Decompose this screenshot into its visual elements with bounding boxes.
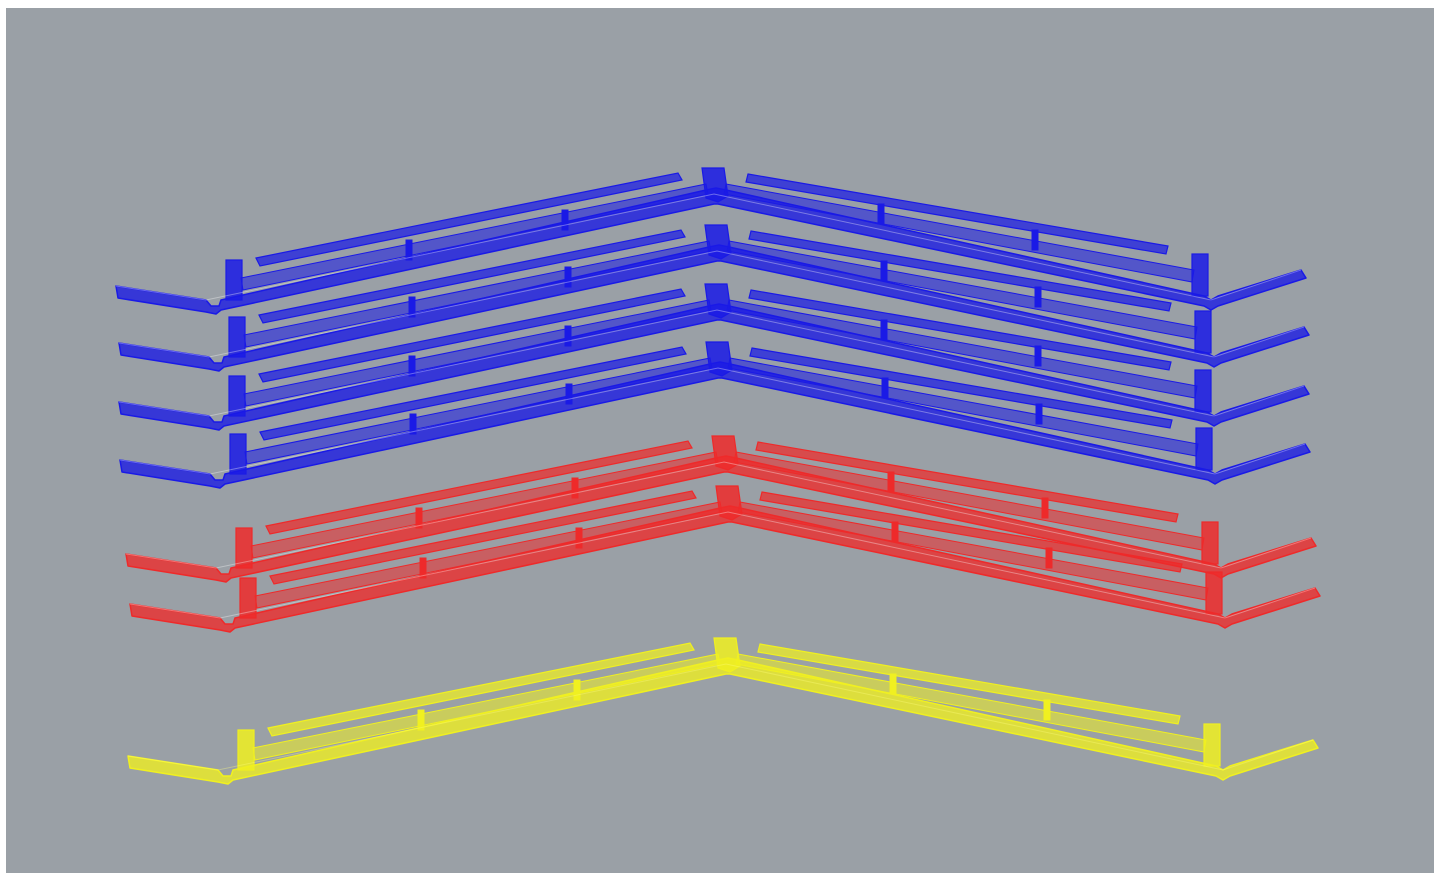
red-part-1-end-block-left (235, 527, 253, 569)
yellow-part-1[interactable] (127, 637, 1319, 785)
blue-part-1-rail-right (745, 173, 1169, 255)
blue-part-1-end-block-left (225, 259, 243, 301)
blue-part-4-end-block-right (1195, 427, 1213, 471)
blue-part-4-end-block-left (229, 433, 247, 475)
blue-part-2-rail-left (258, 229, 686, 324)
blue-part-2-end-block-right (1194, 310, 1212, 354)
red-part-2-rail-left (269, 490, 697, 585)
blue-part-1-end-block-right (1191, 253, 1209, 297)
blue-part-4-rib-right-1 (881, 377, 889, 399)
yellow-part-1-edge-highlight (127, 663, 1314, 771)
red-part-2-rib-left-2 (575, 527, 583, 549)
blue-part-2-end-block-left (228, 316, 246, 358)
blue-part-1-rail-left (255, 172, 683, 267)
blue-part-3-end-block-left (228, 375, 246, 417)
blue-part-3[interactable] (118, 283, 1310, 431)
blue-part-3-edge-highlight (118, 309, 1305, 417)
yellow-part-1-base-slab (127, 657, 1319, 785)
red-part-1-edge-highlight (125, 461, 1312, 569)
blue-part-2[interactable] (118, 224, 1310, 372)
yellow-part-1-end-block-right (1203, 723, 1221, 767)
yellow-part-1-apex-block (713, 637, 741, 673)
red-part-2-rib-left-1 (419, 557, 427, 579)
red-part-1-rib-right-2 (1041, 497, 1049, 519)
blue-part-3-rib-right-1 (880, 319, 888, 341)
red-part-1-base-slab (125, 455, 1317, 583)
yellow-part-1-rib-left-2 (573, 679, 581, 701)
red-part-2-rail-right (759, 491, 1183, 573)
blue-part-4-rib-left-2 (565, 383, 573, 405)
red-part-2-rib-right-1 (891, 521, 899, 543)
viewport-scene[interactable] (6, 8, 1434, 873)
blue-part-1[interactable] (115, 167, 1307, 315)
blue-part-2-apex-block (704, 224, 732, 260)
blue-part-2-edge-highlight (118, 250, 1305, 358)
red-part-2-base-slab (129, 505, 1321, 633)
blue-part-3-rib-right-2 (1034, 345, 1042, 367)
blue-part-2-rail-right (748, 230, 1172, 312)
blue-part-4-rib-right-2 (1035, 403, 1043, 425)
red-part-2-apex-block (715, 485, 743, 521)
blue-part-4-base-slab (119, 361, 1311, 489)
blue-part-1-apex-block (701, 167, 729, 203)
yellow-part-1-rail-right (757, 643, 1181, 725)
yellow-part-1-rib-right-2 (1043, 699, 1051, 721)
blue-part-3-apex-block (704, 283, 732, 319)
blue-part-1-rib-right-1 (877, 203, 885, 225)
blue-part-4-rail-right (749, 347, 1173, 429)
viewport-3d[interactable] (6, 8, 1434, 873)
blue-part-2-rib-left-2 (564, 266, 572, 288)
yellow-part-1-rib-right-1 (889, 673, 897, 695)
blue-part-4[interactable] (119, 341, 1311, 489)
blue-part-1-rib-right-2 (1031, 229, 1039, 251)
blue-part-3-rail-left (258, 288, 686, 383)
blue-part-3-rib-left-1 (408, 355, 416, 377)
blue-part-1-rib-left-1 (405, 239, 413, 261)
red-part-1-apex-block (711, 435, 739, 471)
red-part-1-rail-left (265, 440, 693, 535)
red-part-2-rib-right-2 (1045, 547, 1053, 569)
parts-layer (115, 167, 1321, 785)
blue-part-4-edge-highlight (119, 367, 1306, 475)
red-part-1-rib-right-1 (887, 471, 895, 493)
red-part-1[interactable] (125, 435, 1317, 583)
yellow-part-1-end-block-left (237, 729, 255, 771)
blue-part-1-rib-left-2 (561, 209, 569, 231)
red-part-1-rib-left-2 (571, 477, 579, 499)
red-part-2[interactable] (129, 485, 1321, 633)
red-part-1-end-block-right (1201, 521, 1219, 565)
red-part-1-rail-right (755, 441, 1179, 523)
yellow-part-1-rib-left-1 (417, 709, 425, 731)
blue-part-1-base-slab (115, 187, 1307, 315)
red-part-1-rib-left-1 (415, 507, 423, 529)
yellow-part-1-rail-left (267, 642, 695, 737)
blue-part-1-edge-highlight (115, 193, 1302, 301)
red-part-2-end-block-left (239, 577, 257, 619)
red-part-2-end-block-right (1205, 571, 1223, 615)
blue-part-3-rib-left-2 (564, 325, 572, 347)
blue-part-3-base-slab (118, 303, 1310, 431)
blue-part-2-base-slab (118, 244, 1310, 372)
blue-part-2-rib-right-1 (880, 260, 888, 282)
blue-part-3-rail-right (748, 289, 1172, 371)
blue-part-2-rib-right-2 (1034, 286, 1042, 308)
blue-part-2-rib-left-1 (408, 296, 416, 318)
blue-part-3-end-block-right (1194, 369, 1212, 413)
blue-part-4-rail-left (259, 346, 687, 441)
red-part-2-edge-highlight (129, 511, 1316, 619)
blue-part-4-apex-block (705, 341, 733, 377)
blue-part-4-rib-left-1 (409, 413, 417, 435)
